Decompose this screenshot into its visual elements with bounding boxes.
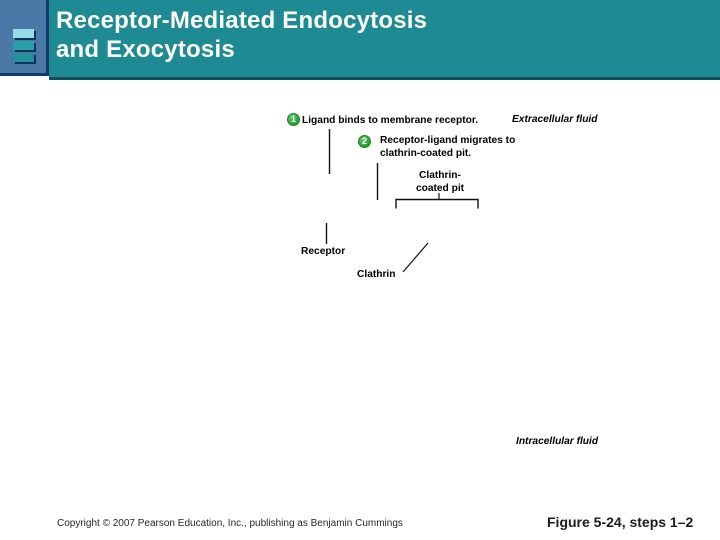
header-band: [49, 0, 720, 80]
clathrin-label: Clathrin: [357, 269, 396, 280]
clathrin-pit-bracket: [395, 198, 479, 209]
receptor-label: Receptor: [301, 246, 346, 257]
step-1-number: 1: [290, 114, 296, 124]
pointer-line-clathrin: [402, 242, 429, 273]
step-2-number: 2: [361, 136, 367, 146]
step-2-label: Receptor-ligand migrates to clathrin-coa…: [380, 135, 516, 159]
intracellular-fluid-label: Intracellular fluid: [516, 436, 599, 447]
logo-block: [0, 0, 49, 76]
slide-title: Receptor-Mediated Endocytosis and Exocyt…: [56, 6, 427, 64]
clathrin-coated-pit-label: Clathrin- coated pit: [415, 170, 465, 194]
step-2-badge: 2: [358, 135, 371, 148]
logo-tile-2: [13, 41, 34, 50]
title-line-2: and Exocytosis: [56, 36, 235, 63]
logo-tile-3: [13, 53, 34, 62]
title-line-1: Receptor-Mediated Endocytosis: [56, 7, 428, 34]
figure-caption: Figure 5-24, steps 1–2: [547, 514, 694, 530]
step-1-badge: 1: [287, 113, 300, 126]
step-1-label: Ligand binds to membrane receptor.: [302, 115, 479, 126]
copyright-text: Copyright © 2007 Pearson Education, Inc.…: [57, 518, 403, 529]
extracellular-fluid-label: Extracellular fluid: [512, 114, 598, 125]
logo-tile-1: [13, 29, 34, 38]
